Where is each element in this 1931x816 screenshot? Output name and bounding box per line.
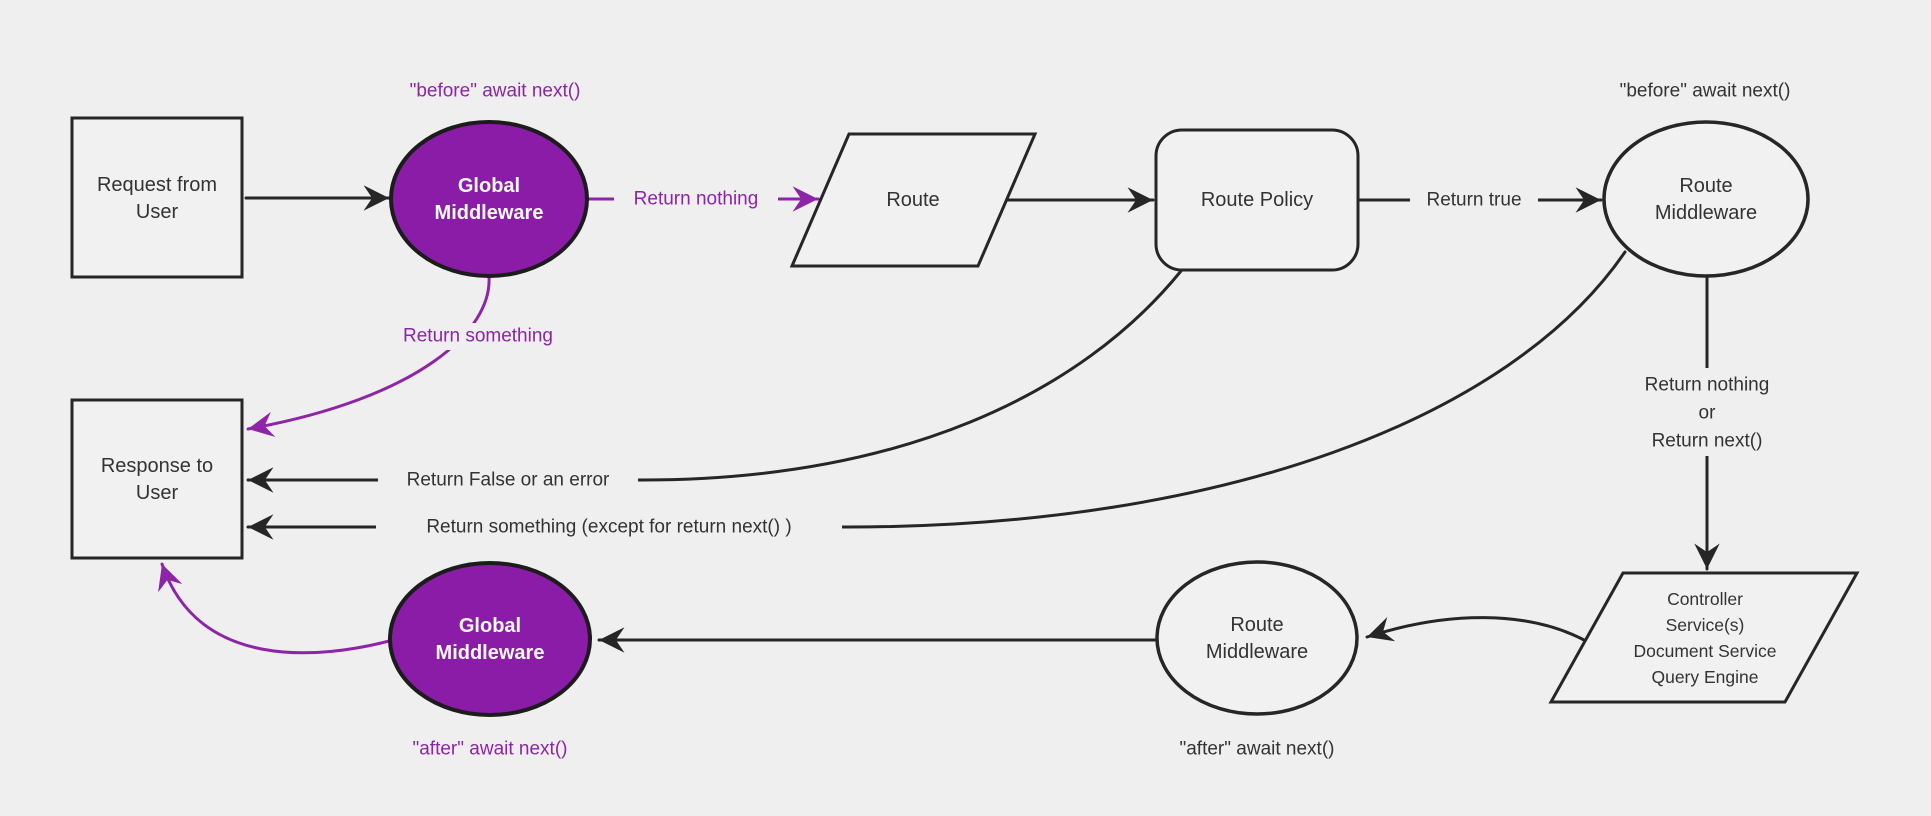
edge-label-text: Return nothing xyxy=(634,189,759,210)
label-bg xyxy=(1624,368,1790,456)
node-label-line1: Route xyxy=(1679,175,1732,197)
route-parallelogram xyxy=(789,132,1038,268)
node-global-middleware-bottom: Global Middleware xyxy=(388,561,592,717)
global-middleware-ellipse xyxy=(388,561,592,717)
route-policy-box xyxy=(1154,128,1360,272)
edge-label-text: Return something xyxy=(403,326,553,347)
edge-label-return-nothing-or-next: Return nothing or Return next() xyxy=(1624,368,1790,456)
edge-label-return-false-or-error: Return False or an error xyxy=(378,467,638,494)
node-route-middleware-top: Route Middleware xyxy=(1602,120,1810,278)
node-route: Route xyxy=(789,132,1038,268)
annotation-before-await-next-right: "before" await next() xyxy=(1620,81,1791,102)
label-bg xyxy=(378,467,638,494)
node-label-line1: Global xyxy=(459,615,521,637)
node-label-line2: Service(s) xyxy=(1666,615,1745,635)
node-label-line2: Middleware xyxy=(1206,641,1308,663)
node-response-to-user: Response to User xyxy=(70,398,244,560)
edge-label-return-something: Return something xyxy=(385,323,571,350)
global-middleware-ellipse xyxy=(389,120,589,278)
annotation-before-await-next-top: "before" await next() xyxy=(410,81,581,102)
edge-controller-to-route-middleware-bottom xyxy=(1365,616,1588,643)
node-label-line1: Route xyxy=(1230,614,1283,636)
node-label-line3: Document Service xyxy=(1634,641,1777,661)
node-label-line1: Response to xyxy=(101,455,213,477)
controller-parallelogram xyxy=(1548,571,1860,704)
node-label-line1: Global xyxy=(458,175,520,197)
node-controller-services: Controller Service(s) Document Service Q… xyxy=(1548,571,1860,704)
node-route-middleware-bottom: Route Middleware xyxy=(1155,560,1359,716)
edge-label-text: Return true xyxy=(1426,190,1521,211)
annotation-after-await-next-mid: "after" await next() xyxy=(1180,739,1335,760)
edge-return-something-to-response xyxy=(246,275,491,438)
edge-label-text-line2: or xyxy=(1699,403,1717,424)
edge-label-text-line1: Return nothing xyxy=(1645,375,1770,396)
label-bg xyxy=(614,186,778,213)
node-label-line2: Middleware xyxy=(435,202,544,224)
route-middleware-ellipse xyxy=(1155,560,1359,716)
node-label-line1: Request from xyxy=(97,174,217,196)
response-box xyxy=(70,398,244,560)
route-middleware-ellipse xyxy=(1602,120,1810,278)
annotation-after-await-next-left: "after" await next() xyxy=(413,739,568,760)
label-bg xyxy=(1410,187,1538,214)
edge-label-return-something-except: Return something (except for return next… xyxy=(376,514,842,541)
node-label-line2: User xyxy=(136,201,179,223)
node-label-line4: Query Engine xyxy=(1651,667,1758,687)
edge-label-return-true: Return true xyxy=(1410,187,1538,214)
node-label-line2: Middleware xyxy=(436,642,545,664)
edge-label-text-line3: Return next() xyxy=(1652,431,1763,452)
node-route-policy: Route Policy xyxy=(1154,128,1360,272)
edge-label-text: Return something (except for return next… xyxy=(426,517,791,538)
node-label: Route Policy xyxy=(1201,189,1313,211)
node-request-from-user: Request from User xyxy=(70,116,244,279)
edge-route-middleware-return-something-to-response xyxy=(246,250,1627,540)
node-label: Route xyxy=(886,189,939,211)
request-box xyxy=(70,116,244,279)
edge-label-text: Return False or an error xyxy=(407,470,610,491)
edge-label-return-nothing: Return nothing xyxy=(614,186,778,213)
edge-global-middleware-bottom-to-response xyxy=(158,562,395,655)
node-label-line2: Middleware xyxy=(1655,202,1757,224)
node-global-middleware-top: Global Middleware xyxy=(389,120,589,278)
label-bg xyxy=(385,323,571,350)
label-bg xyxy=(376,514,842,541)
node-label-line1: Controller xyxy=(1667,589,1743,609)
edge-route-policy-return-false-to-response xyxy=(246,269,1183,493)
node-label-line2: User xyxy=(136,482,179,504)
